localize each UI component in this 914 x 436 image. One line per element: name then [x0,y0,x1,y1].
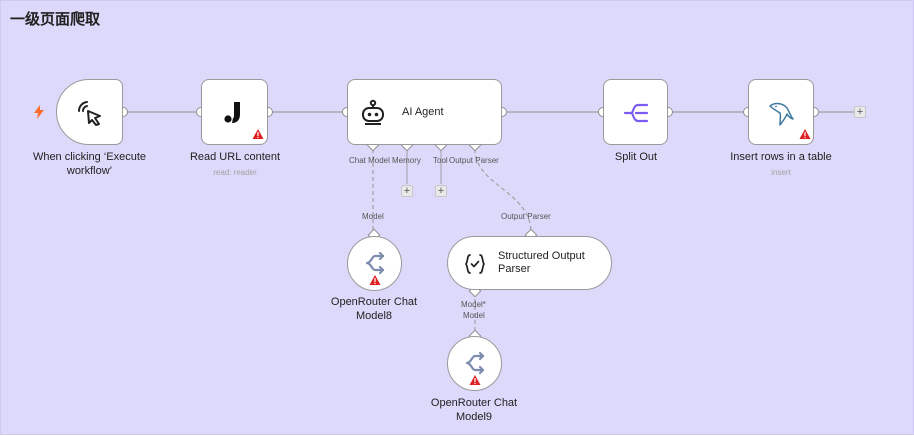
warning-icon [469,375,481,385]
ai-agent-title: AI Agent [402,106,444,118]
cursor-click-icon [73,97,107,129]
openrouter-icon [362,250,388,276]
warning-icon [369,275,381,285]
port-label-model8: Model [362,212,384,221]
port-label-chat-model: Chat Model [349,156,390,165]
openrouter-icon [462,350,488,376]
node-ai-agent[interactable]: AI Agent [347,79,502,145]
node-split-out[interactable] [603,79,668,145]
page-title: 一级页面爬取 [10,10,101,28]
add-memory-button[interactable]: + [401,185,413,197]
node-read-url[interactable] [201,79,268,145]
port-label-memory: Memory [392,156,421,165]
port-label-structured-model: Model* [461,300,486,309]
braces-check-icon [462,251,488,277]
robot-icon [358,98,388,128]
mysql-dolphin-icon [765,96,797,128]
read-url-subtitle: read: reader [213,168,257,177]
port-label-output-parser: Output Parser [449,156,499,165]
jina-logo-icon [221,98,249,126]
warning-icon [252,129,264,139]
read-url-label: Read URL content [189,151,281,163]
insert-rows-subtitle: insert [771,168,791,177]
node-trigger[interactable] [56,79,123,145]
node-openrouter-model9[interactable] [447,336,502,391]
insert-rows-label: Insert rows in a table [730,151,832,163]
connection-outputparser-structured [474,148,532,234]
lightning-icon [34,105,44,119]
port-label-tool: Tool [433,156,448,165]
port-label-structured-output: Output Parser [501,212,551,221]
port-label-model9: Model [463,311,485,320]
add-tool-button[interactable]: + [435,185,447,197]
node-openrouter-model8[interactable] [347,236,402,291]
add-node-button[interactable]: + [854,106,866,118]
warning-icon [799,129,811,139]
node-insert-rows[interactable] [748,79,814,145]
split-icon [621,98,651,128]
split-out-label: Split Out [614,151,658,163]
